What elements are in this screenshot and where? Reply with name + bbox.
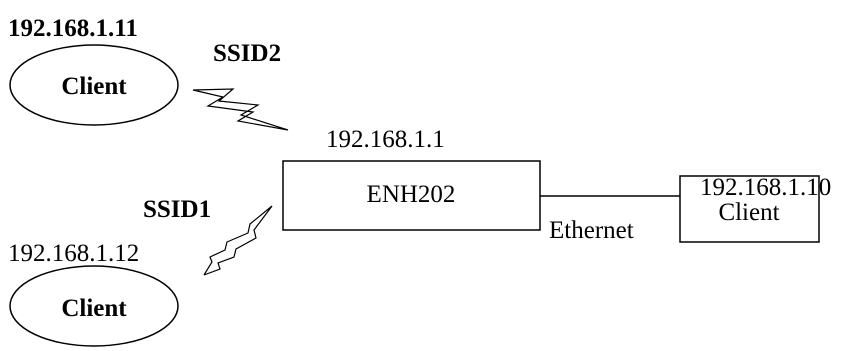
- access-point-ip: 192.168.1.1: [326, 126, 445, 153]
- ssid2-label: SSID2: [213, 40, 281, 67]
- client-top-ellipse: [9, 44, 179, 126]
- client-right-box: [679, 175, 820, 243]
- client-right-label: Client: [718, 199, 779, 226]
- client-bottom-ellipse: [9, 265, 179, 347]
- wireless-link-bottom-icon: [203, 205, 273, 276]
- ssid1-label: SSID1: [143, 196, 211, 223]
- ethernet-label: Ethernet: [549, 217, 634, 244]
- client-bottom-label: Client: [61, 295, 127, 322]
- client-top-ip: 192.168.1.11: [8, 15, 138, 42]
- client-right-ip: 192.168.1.10: [700, 174, 831, 201]
- client-top-label: Client: [61, 73, 127, 100]
- access-point-label: ENH202: [367, 181, 456, 208]
- client-bottom-ip: 192.168.1.12: [8, 240, 139, 267]
- wireless-link-top-icon: [192, 88, 289, 131]
